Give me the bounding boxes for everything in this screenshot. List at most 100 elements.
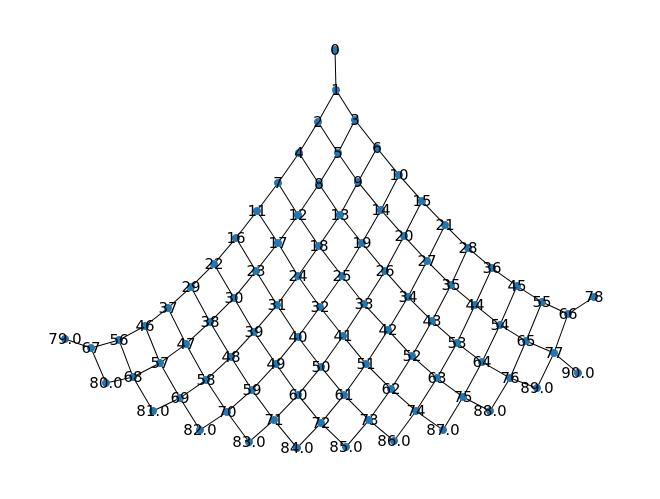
node-73 [365,416,373,424]
edge-63-75 [436,377,464,398]
node-label-42: 42 [378,321,397,339]
node-label-7: 7 [273,174,283,192]
edge-67-79 [64,338,92,349]
edge-38-48 [209,321,232,358]
edge-49-60 [275,363,299,396]
node-59 [248,386,256,394]
node-label-62: 62 [381,380,400,398]
edge-72-85 [320,422,347,448]
edge-19-25 [341,242,363,277]
node-label-24: 24 [288,267,307,285]
edge-53-64 [456,342,483,363]
node-label-13: 13 [330,206,349,224]
edge-39-49 [253,331,277,365]
edge-50-60 [297,366,322,396]
edge-77-90 [553,352,579,374]
edge-1-3 [335,89,356,121]
node-label-34: 34 [398,288,417,306]
node-label-67: 67 [81,339,100,357]
node-label-68: 68 [123,368,142,386]
node-label-41: 41 [333,327,352,345]
edge-62-74 [390,388,417,412]
node-label-51: 51 [356,355,375,373]
edge-28-36 [467,247,493,269]
node-10 [395,171,403,179]
node-3 [351,116,359,124]
node-label-14: 14 [371,201,390,219]
edge-9-14 [357,181,382,211]
node-12 [294,211,302,219]
edge-30-38 [209,297,235,323]
edge-22-30 [213,263,235,299]
node-label-73: 73 [359,411,378,429]
node-label-79: 79.0 [48,330,81,348]
node-label-88: 88.0 [473,402,506,420]
edge-72-84 [296,422,322,449]
edge-24-31 [276,275,299,306]
node-label-64: 64 [472,353,491,371]
edge-31-39 [253,304,278,333]
edge-45-55 [516,285,543,303]
edge-49-59 [251,363,277,391]
edge-52-63 [411,355,438,379]
edge-58-70 [205,379,228,413]
node-label-38: 38 [200,313,219,331]
edge-28-35 [450,247,469,286]
node-70 [223,408,231,416]
edge-9-13 [339,181,359,216]
edge-35-44 [450,284,476,306]
node-7 [274,179,282,187]
node-22 [210,260,218,268]
edge-30-39 [233,297,255,333]
edge-76-89 [509,377,538,389]
edge-11-16 [235,210,258,239]
node-label-23: 23 [246,262,265,280]
node-label-55: 55 [532,293,551,311]
node-label-60: 60 [288,386,307,404]
edge-23-31 [255,270,278,306]
node-label-8: 8 [314,175,324,193]
edge-6-9 [357,147,378,183]
node-label-18: 18 [309,237,328,255]
node-39 [250,328,258,336]
edge-74-86 [393,410,417,442]
node-label-65: 65 [516,332,535,350]
node-64 [478,358,486,366]
node-label-36: 36 [482,259,501,277]
edge-57-69 [159,362,181,399]
node-label-32: 32 [310,298,329,316]
node-61 [340,391,348,399]
node-label-89: 89.0 [520,379,553,397]
edge-65-76 [509,340,527,379]
edge-14-19 [361,209,382,244]
node-81 [149,407,157,415]
node-label-57: 57 [150,354,169,372]
edge-8-13 [318,183,341,216]
node-label-71: 71 [264,411,283,429]
edge-34-42 [387,296,409,331]
node-24 [294,272,302,280]
edge-67-80 [90,347,107,384]
edge-16-23 [235,237,257,272]
node-label-6: 6 [372,139,382,157]
edge-25-33 [341,275,365,305]
node-45 [513,282,521,290]
edge-47-58 [185,343,207,381]
node-34 [404,293,412,301]
node-4 [295,149,303,157]
edge-66-77 [553,313,569,354]
node-66 [564,310,572,318]
node-label-3: 3 [350,111,360,129]
graph-edges [64,49,595,449]
edge-46-56 [118,325,146,341]
edge-59-70 [226,389,253,413]
edge-61-73 [343,394,370,421]
node-41 [339,332,347,340]
node-label-87: 87.0 [426,421,459,439]
node-62 [387,385,395,393]
edge-14-20 [380,209,405,237]
edge-5-8 [318,152,339,185]
edge-18-25 [318,245,343,277]
node-65 [522,337,530,345]
